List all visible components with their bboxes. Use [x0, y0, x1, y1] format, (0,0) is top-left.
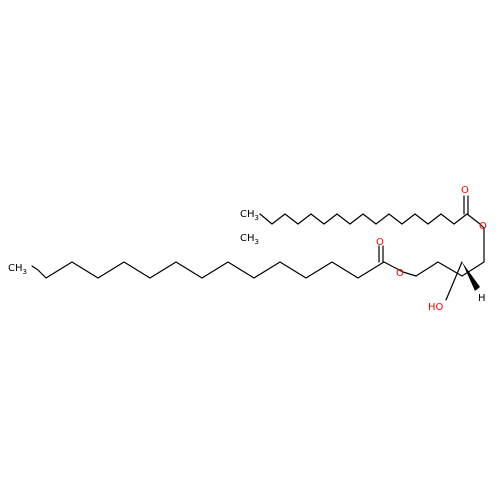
- upper-acyl-chain: [31, 213, 485, 279]
- stereo-hydrogen-label: H: [478, 293, 486, 304]
- lower-carbonyl-oxygen-label: O: [376, 237, 384, 248]
- stereo-wedge: [462, 262, 480, 291]
- bonds: [31, 195, 485, 301]
- upper-ester-oxygen-label: O: [479, 221, 487, 232]
- hydroxyl-label: HO: [428, 302, 444, 313]
- hydroxyl-bond: [445, 261, 463, 301]
- methyl-terminal-label: CH3: [8, 263, 27, 276]
- isobranch-top-label: CH3: [240, 209, 259, 222]
- atom-labels: CH3 CH3 CH3 O O O O HO H: [8, 185, 487, 313]
- lower-ester-oxygen-label: O: [396, 268, 404, 279]
- upper-carbonyl-oxygen-label: O: [461, 185, 469, 196]
- isobranch-bottom-label: CH3: [240, 233, 259, 246]
